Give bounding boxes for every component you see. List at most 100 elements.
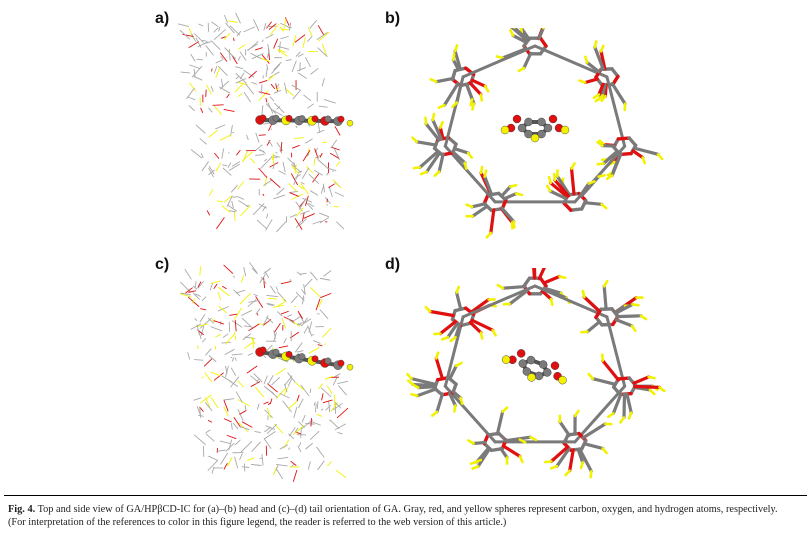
wire-bond xyxy=(237,409,244,421)
stick-bond xyxy=(583,442,605,451)
wire-bond xyxy=(318,31,330,42)
wire-bond xyxy=(260,58,270,62)
wire-bond xyxy=(230,376,240,388)
wire-bond xyxy=(239,51,247,61)
wire-bond xyxy=(265,103,277,114)
wire-bond xyxy=(219,86,231,94)
wire-bond xyxy=(289,279,292,282)
guest-atom xyxy=(537,129,546,139)
wire-bond xyxy=(267,44,270,54)
wire-bond xyxy=(288,400,298,410)
wire-bond xyxy=(317,344,323,347)
wire-bond xyxy=(315,403,317,413)
stick-bond xyxy=(466,151,474,160)
wire-bond xyxy=(326,172,329,176)
stick-bond xyxy=(471,465,480,470)
stick-bond xyxy=(542,274,562,285)
wire-bond xyxy=(216,200,224,203)
wire-bond xyxy=(231,161,241,167)
stick-bond xyxy=(411,383,420,390)
wire-bond xyxy=(297,323,302,326)
wire-bond xyxy=(309,430,320,440)
wire-bond xyxy=(197,281,202,288)
stick-bond xyxy=(443,384,497,444)
wire-bond xyxy=(243,267,247,277)
wire-bond xyxy=(328,400,331,413)
wire-bond xyxy=(238,422,249,432)
wire-bond xyxy=(247,457,255,461)
wire-bond xyxy=(218,26,221,32)
stick-bond xyxy=(632,146,660,156)
wire-bond xyxy=(214,345,217,350)
stick-bond xyxy=(467,439,475,445)
wire-bond xyxy=(239,410,247,415)
wire-bond xyxy=(225,333,236,345)
wire-bond xyxy=(224,33,231,40)
stick-bond xyxy=(455,83,463,105)
wire-bond xyxy=(208,107,213,113)
wire-bond xyxy=(213,320,224,325)
wire-bond xyxy=(261,54,270,64)
wire-bond xyxy=(223,195,232,203)
wire-bond xyxy=(246,43,258,51)
stick-bond xyxy=(537,28,545,41)
wire-bond xyxy=(320,387,332,398)
wire-bond xyxy=(219,52,228,62)
stick-bond xyxy=(537,268,546,281)
wire-bond xyxy=(258,80,268,84)
wire-bond xyxy=(277,357,289,363)
wire-bond xyxy=(262,206,266,212)
stick-bond xyxy=(593,40,598,49)
wire-bond xyxy=(274,323,281,333)
wire-bond xyxy=(294,164,297,174)
wire-bond xyxy=(303,318,312,324)
wire-bond xyxy=(226,434,237,440)
wire-bond xyxy=(247,299,257,307)
stick-bond xyxy=(632,375,651,385)
guest-atom xyxy=(337,359,345,367)
wire-bond xyxy=(180,71,190,74)
stick-bond xyxy=(451,150,467,165)
molecule-side-view-tail xyxy=(179,262,354,482)
wire-bond xyxy=(305,442,313,450)
wire-bond xyxy=(233,210,236,222)
guest-atom xyxy=(517,123,527,133)
wire-bond xyxy=(277,49,288,57)
wire-bond xyxy=(205,348,212,356)
wire-bond xyxy=(193,68,196,78)
wire-bond xyxy=(318,383,324,390)
wire-bond xyxy=(200,325,205,336)
stick-bond xyxy=(483,84,490,93)
wire-bond xyxy=(190,149,203,159)
wire-bond xyxy=(201,161,209,172)
wire-bond xyxy=(256,403,260,410)
wire-bond xyxy=(273,466,277,476)
wire-bond xyxy=(221,148,225,159)
wire-bond xyxy=(202,338,206,343)
wire-bond xyxy=(272,163,275,170)
stick-bond xyxy=(605,75,627,148)
wire-bond xyxy=(188,41,200,48)
stick-bond xyxy=(517,66,526,73)
wire-bond xyxy=(251,53,264,60)
wire-bond xyxy=(222,333,229,338)
wire-bond xyxy=(221,205,231,213)
wire-bond xyxy=(210,371,221,377)
wire-bond xyxy=(215,334,222,338)
wire-bond xyxy=(255,308,261,315)
stick-bond xyxy=(540,289,553,301)
wire-bond xyxy=(208,455,218,461)
wire-bond xyxy=(291,320,301,327)
stick-bond xyxy=(453,49,462,71)
wire-bond xyxy=(296,394,300,402)
stick-bond xyxy=(607,412,615,419)
wire-bond xyxy=(271,63,281,74)
wire-bond xyxy=(259,149,266,154)
wire-bond xyxy=(320,185,324,194)
wire-bond xyxy=(319,217,330,224)
wire-bond xyxy=(254,144,263,152)
wire-bond xyxy=(317,159,329,170)
wire-bond xyxy=(291,60,297,73)
wire-bond xyxy=(273,61,282,71)
wire-bond xyxy=(227,162,232,168)
